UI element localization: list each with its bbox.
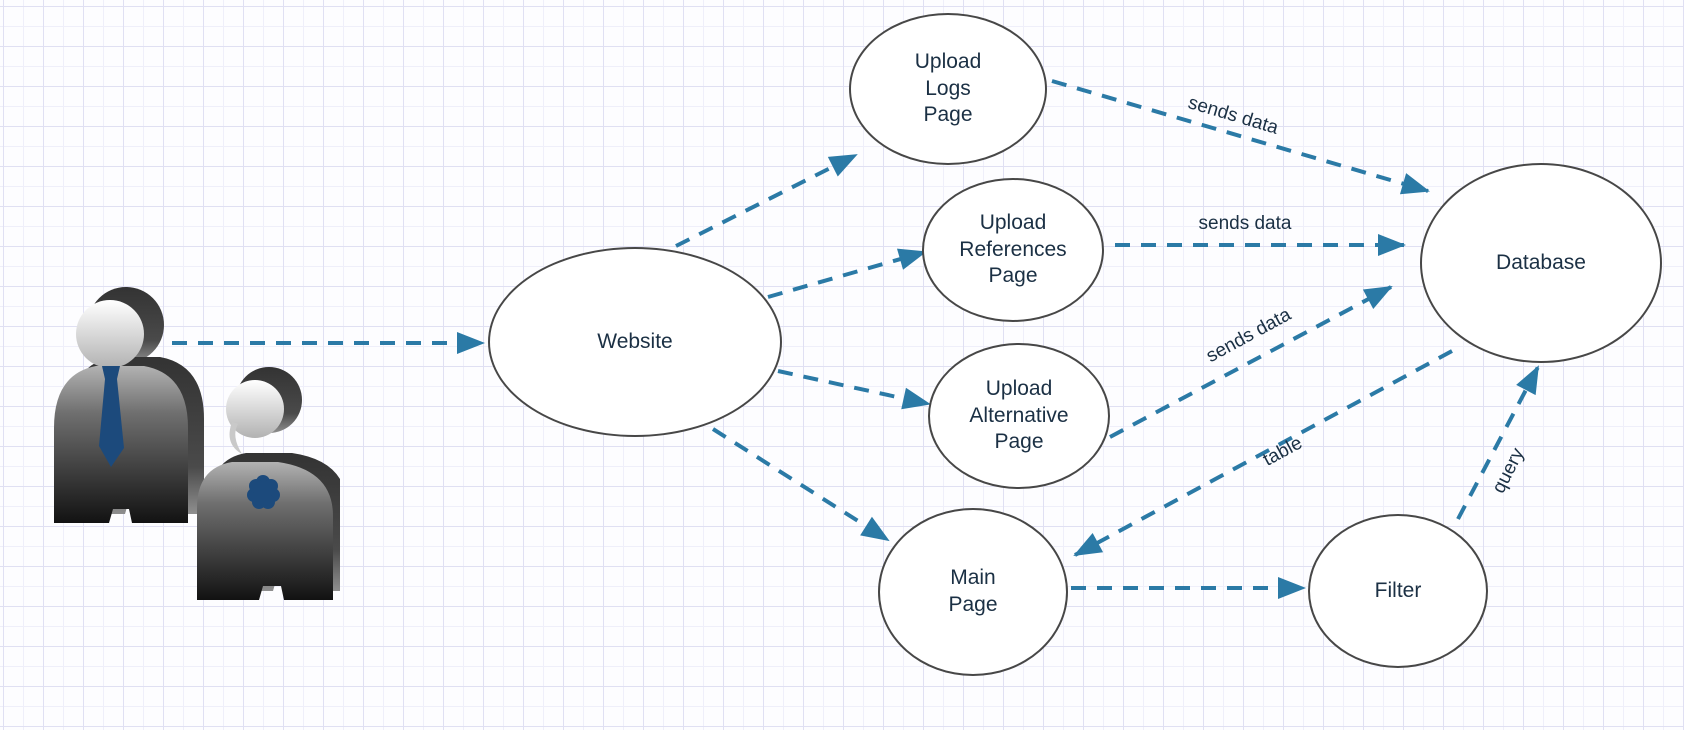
- node-main-page[interactable]: Main Page: [878, 508, 1068, 676]
- edge-label-sends-data-references: sends data: [1198, 213, 1292, 234]
- node-filter[interactable]: Filter: [1308, 514, 1488, 668]
- edge-filter-to-database[interactable]: [1456, 365, 1540, 520]
- node-website[interactable]: Website: [488, 247, 782, 437]
- node-database[interactable]: Database: [1420, 163, 1662, 363]
- node-upload-alternative-page[interactable]: Upload Alternative Page: [928, 343, 1110, 489]
- edge-website-to-upload-references[interactable]: [767, 248, 927, 299]
- node-database-label: Database: [1496, 250, 1586, 274]
- node-website-label: Website: [597, 329, 673, 353]
- woman-face: [226, 380, 284, 438]
- node-upload-alternative-label: Upload Alternative Page: [969, 376, 1069, 454]
- edge-database-to-main-page[interactable]: [1073, 349, 1453, 557]
- two-users-icon[interactable]: [48, 276, 340, 608]
- node-upload-logs-label: Upload Logs Page: [914, 49, 982, 127]
- woman-body: [197, 462, 333, 600]
- woman-hair-curl: [229, 422, 242, 454]
- man-figure: [54, 287, 204, 523]
- node-upload-logs-page[interactable]: Upload Logs Page: [849, 13, 1047, 165]
- edge-website-to-main-page[interactable]: [711, 427, 890, 542]
- woman-figure: [197, 367, 340, 600]
- node-main-page-label: Main Page: [948, 566, 998, 616]
- node-upload-references-label: Upload References Page: [959, 210, 1067, 288]
- edge-website-to-upload-alternative[interactable]: [777, 369, 931, 410]
- edge-website-to-upload-logs[interactable]: [675, 153, 858, 248]
- tie-icon: [99, 366, 124, 467]
- node-filter-label: Filter: [1374, 578, 1422, 602]
- edge-upload-alternative-to-database[interactable]: [1109, 285, 1393, 439]
- node-upload-references-page[interactable]: Upload References Page: [922, 178, 1104, 322]
- edge-upload-logs-to-database[interactable]: [1051, 79, 1430, 195]
- man-face: [76, 300, 144, 368]
- flower-icon: [247, 475, 280, 509]
